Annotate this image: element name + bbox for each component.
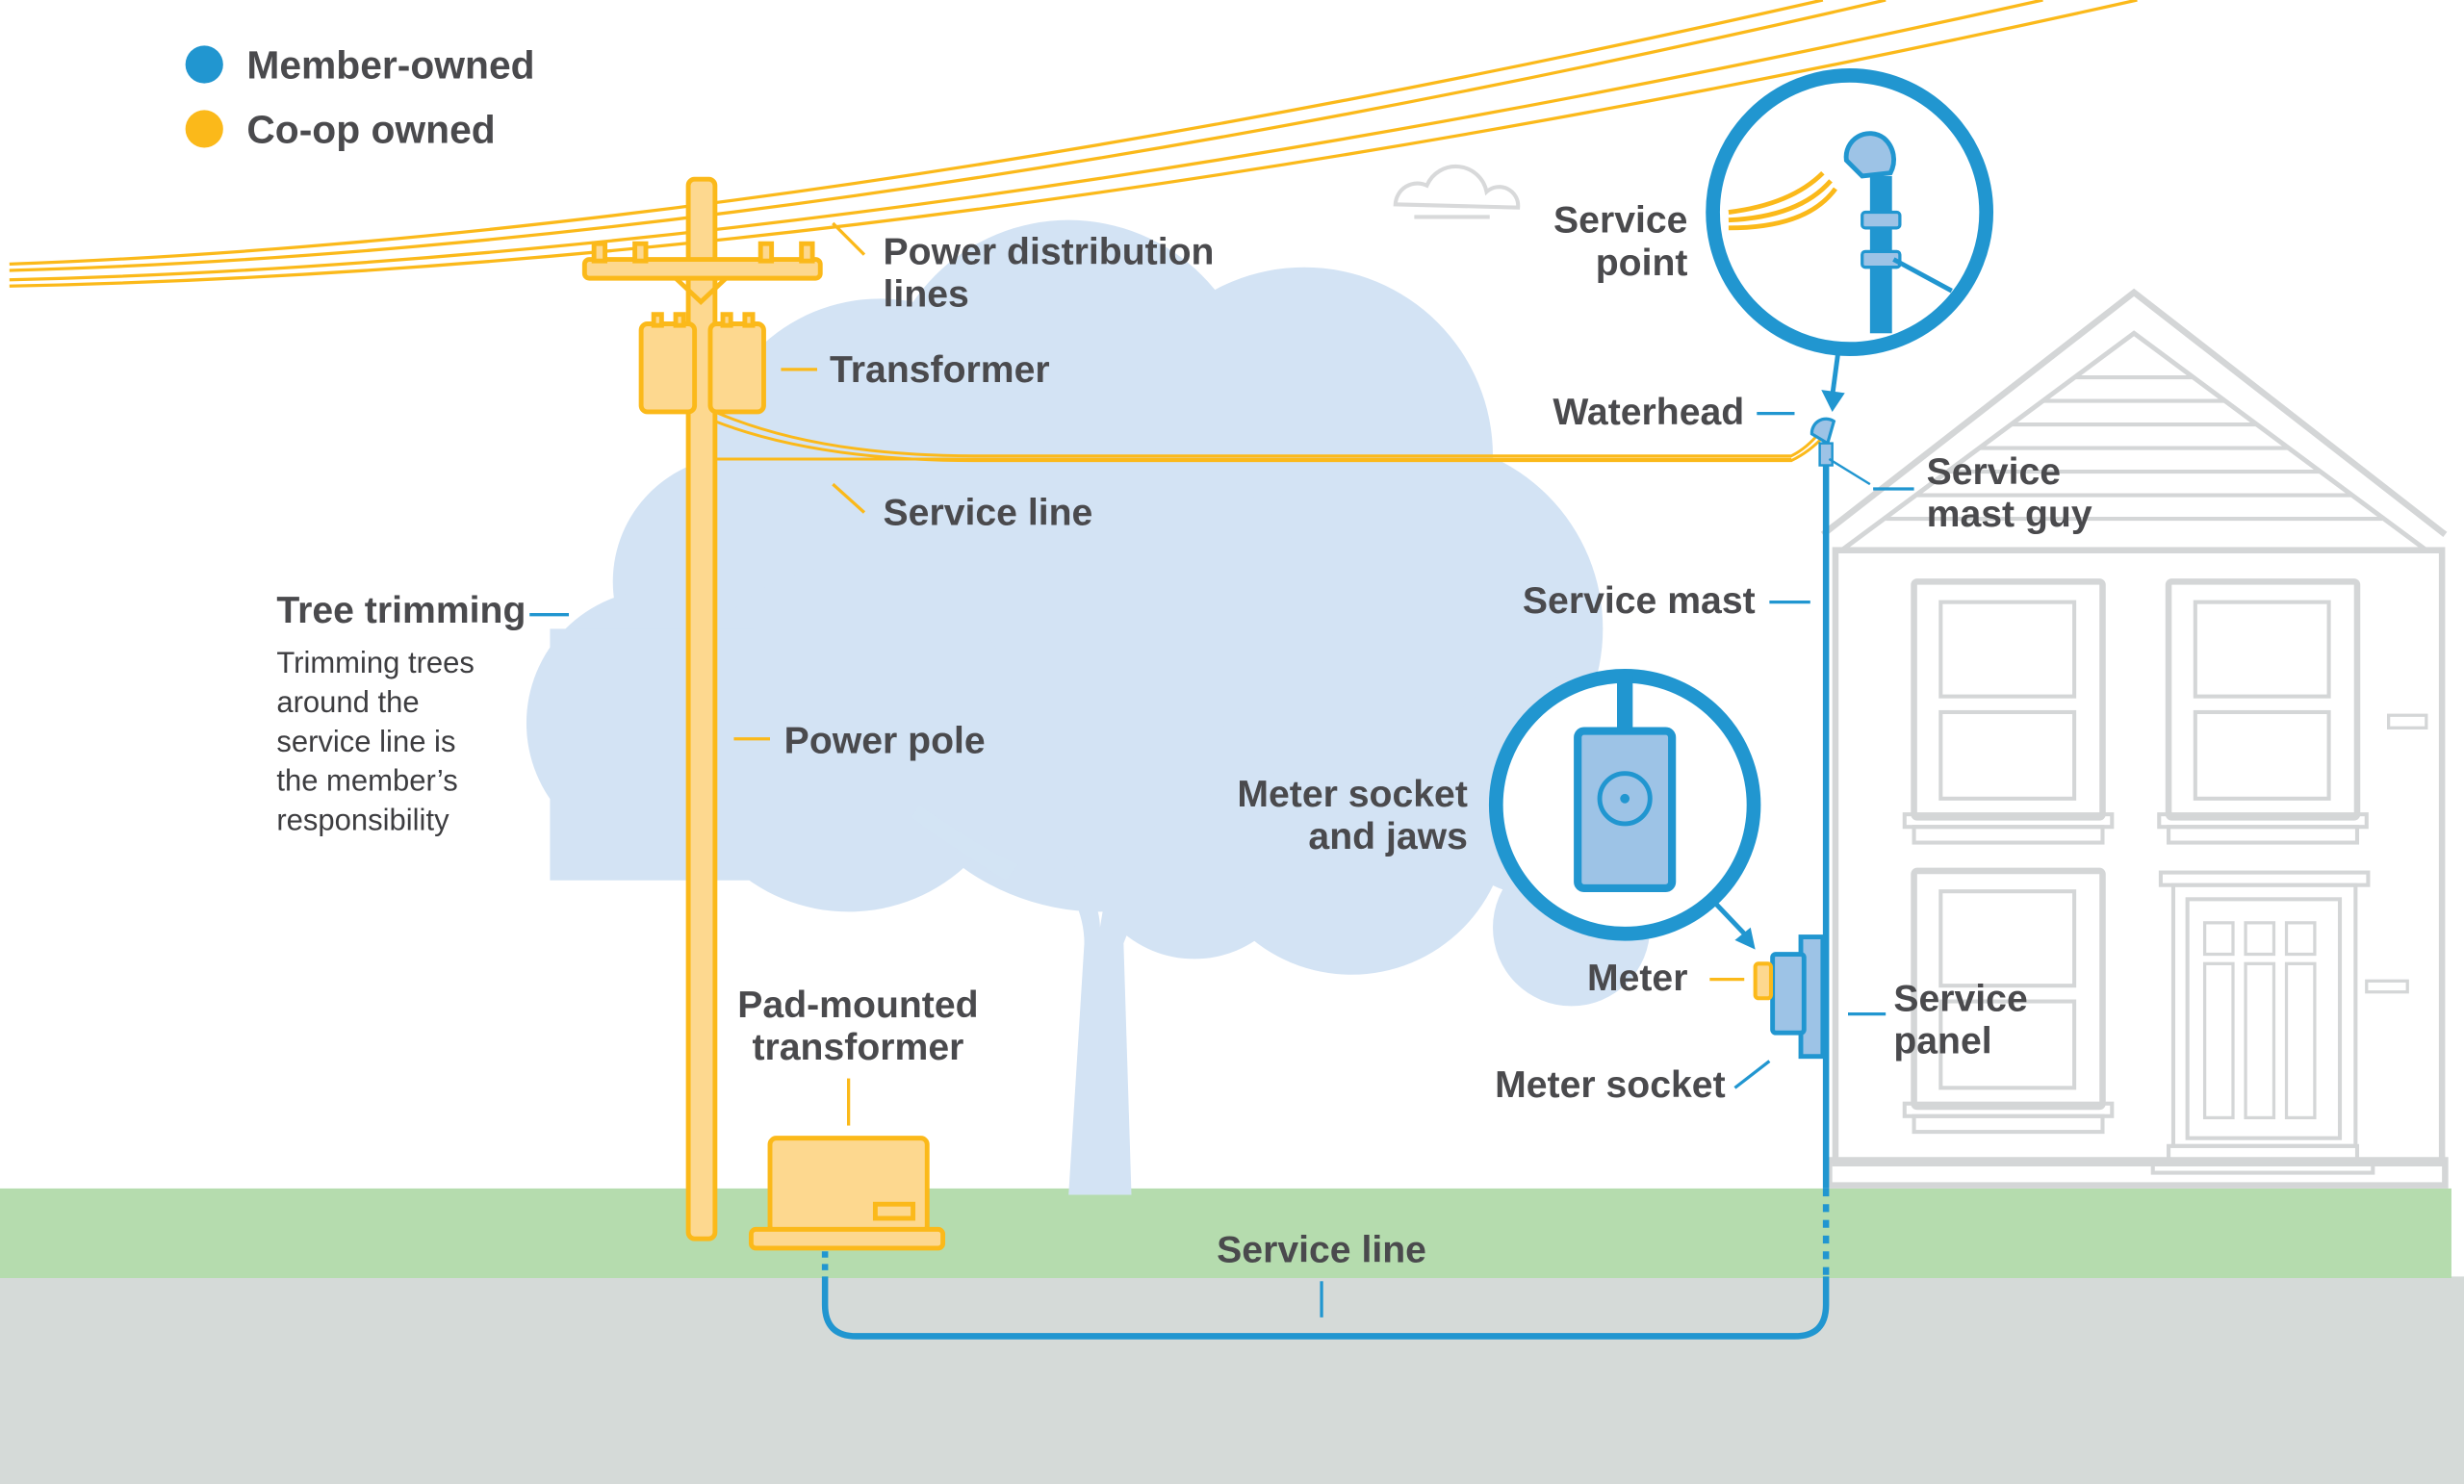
meter-socket-callout: [1488, 669, 1761, 950]
legend-label-member: Member-owned: [246, 43, 534, 88]
tree-trimming-body-2: around the: [276, 685, 419, 719]
soil: [0, 1276, 2464, 1484]
label-meter: Meter: [1587, 958, 1688, 999]
tree-trimming-body-3: service line is: [276, 725, 455, 758]
legend-swatch-member: [185, 45, 223, 84]
pad-mounted-transformer: [748, 1136, 946, 1251]
legend-label-coop: Co-op owned: [246, 108, 495, 152]
label-meter-socket-and-jaws-2: and jaws: [1308, 816, 1467, 857]
label-service-mast-guy-1: Service: [1927, 451, 2061, 493]
legend: Member-owned Co-op owned: [185, 43, 535, 152]
label-service-line-underground: Service line: [1217, 1230, 1426, 1271]
label-meter-socket: Meter socket: [1495, 1064, 1726, 1106]
pole-transformer: [638, 312, 766, 415]
label-service-point-2: point: [1596, 243, 1688, 284]
label-service-panel-2: panel: [1893, 1020, 1991, 1062]
label-waterhead: Waterhead: [1553, 392, 1744, 433]
tree-trimming-body-5: responsibility: [276, 803, 449, 836]
label-meter-socket-and-jaws-1: Meter socket: [1237, 774, 1468, 815]
cloud-icon: [1393, 164, 1521, 219]
service-mast: [1810, 417, 1871, 1189]
label-service-mast-guy-2: mast guy: [1927, 494, 2092, 535]
label-service-mast: Service mast: [1523, 580, 1756, 622]
label-pad-mounted-transformer-1: Pad-mounted: [737, 985, 978, 1026]
label-power-distribution-lines-2: lines: [884, 274, 969, 316]
label-power-pole: Power pole: [784, 720, 986, 761]
grass: [0, 1188, 2451, 1279]
service-point-callout: [1706, 68, 1994, 412]
tree-trimming-body-4: the member’s: [276, 764, 457, 798]
leader-lines: [529, 221, 1914, 1318]
label-tree-trimming: Tree trimming: [276, 590, 526, 631]
label-service-line-overhead: Service line: [884, 493, 1093, 534]
label-pad-mounted-transformer-2: transformer: [752, 1027, 963, 1068]
tree-trimming-body-1: Trimming trees: [276, 646, 475, 679]
power-distribution-lines: [9, 0, 2138, 288]
house: [1820, 288, 2449, 1189]
label-transformer: Transformer: [830, 349, 1050, 391]
label-power-distribution-lines-1: Power distribution: [884, 231, 1215, 272]
underground-service-line: [821, 1188, 1830, 1340]
power-pole: [581, 176, 823, 1241]
label-service-point-1: Service: [1553, 200, 1687, 242]
label-service-panel-1: Service: [1893, 978, 2027, 1019]
legend-swatch-coop: [185, 110, 223, 148]
meter-assembly: [1753, 934, 1826, 1060]
overhead-service-line: [714, 410, 1824, 463]
